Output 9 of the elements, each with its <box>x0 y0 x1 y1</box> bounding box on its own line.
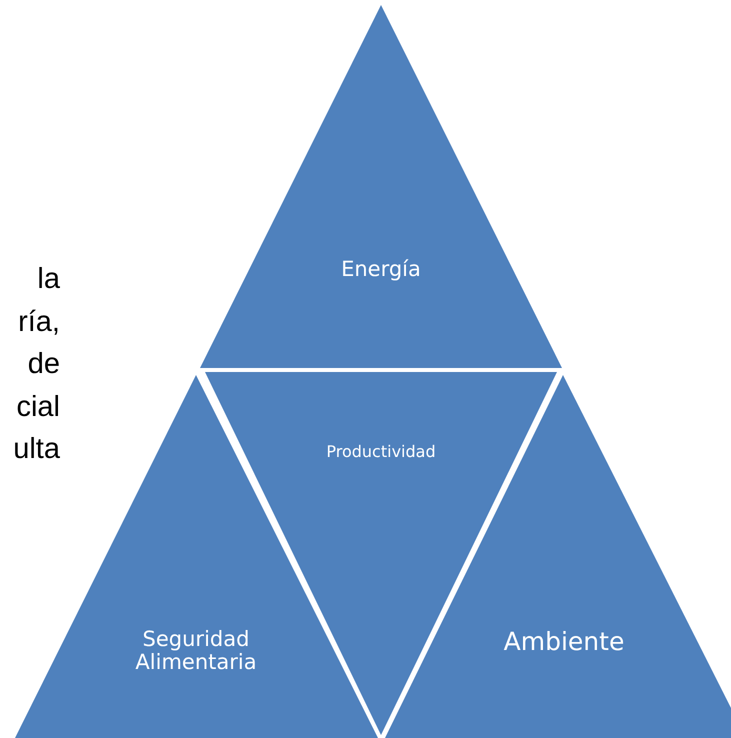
text-fragment: la <box>37 262 60 297</box>
text-fragment: ulta <box>13 432 60 467</box>
segment-label: Productividad <box>326 443 436 461</box>
segment-label: Seguridad Alimentaria <box>134 628 258 674</box>
segment-label: Energía <box>341 258 421 282</box>
text-fragment: de <box>28 347 60 382</box>
text-fragment: cial <box>16 390 60 424</box>
segment-label: Ambiente <box>504 628 624 656</box>
text-fragment: ría, <box>18 304 60 340</box>
